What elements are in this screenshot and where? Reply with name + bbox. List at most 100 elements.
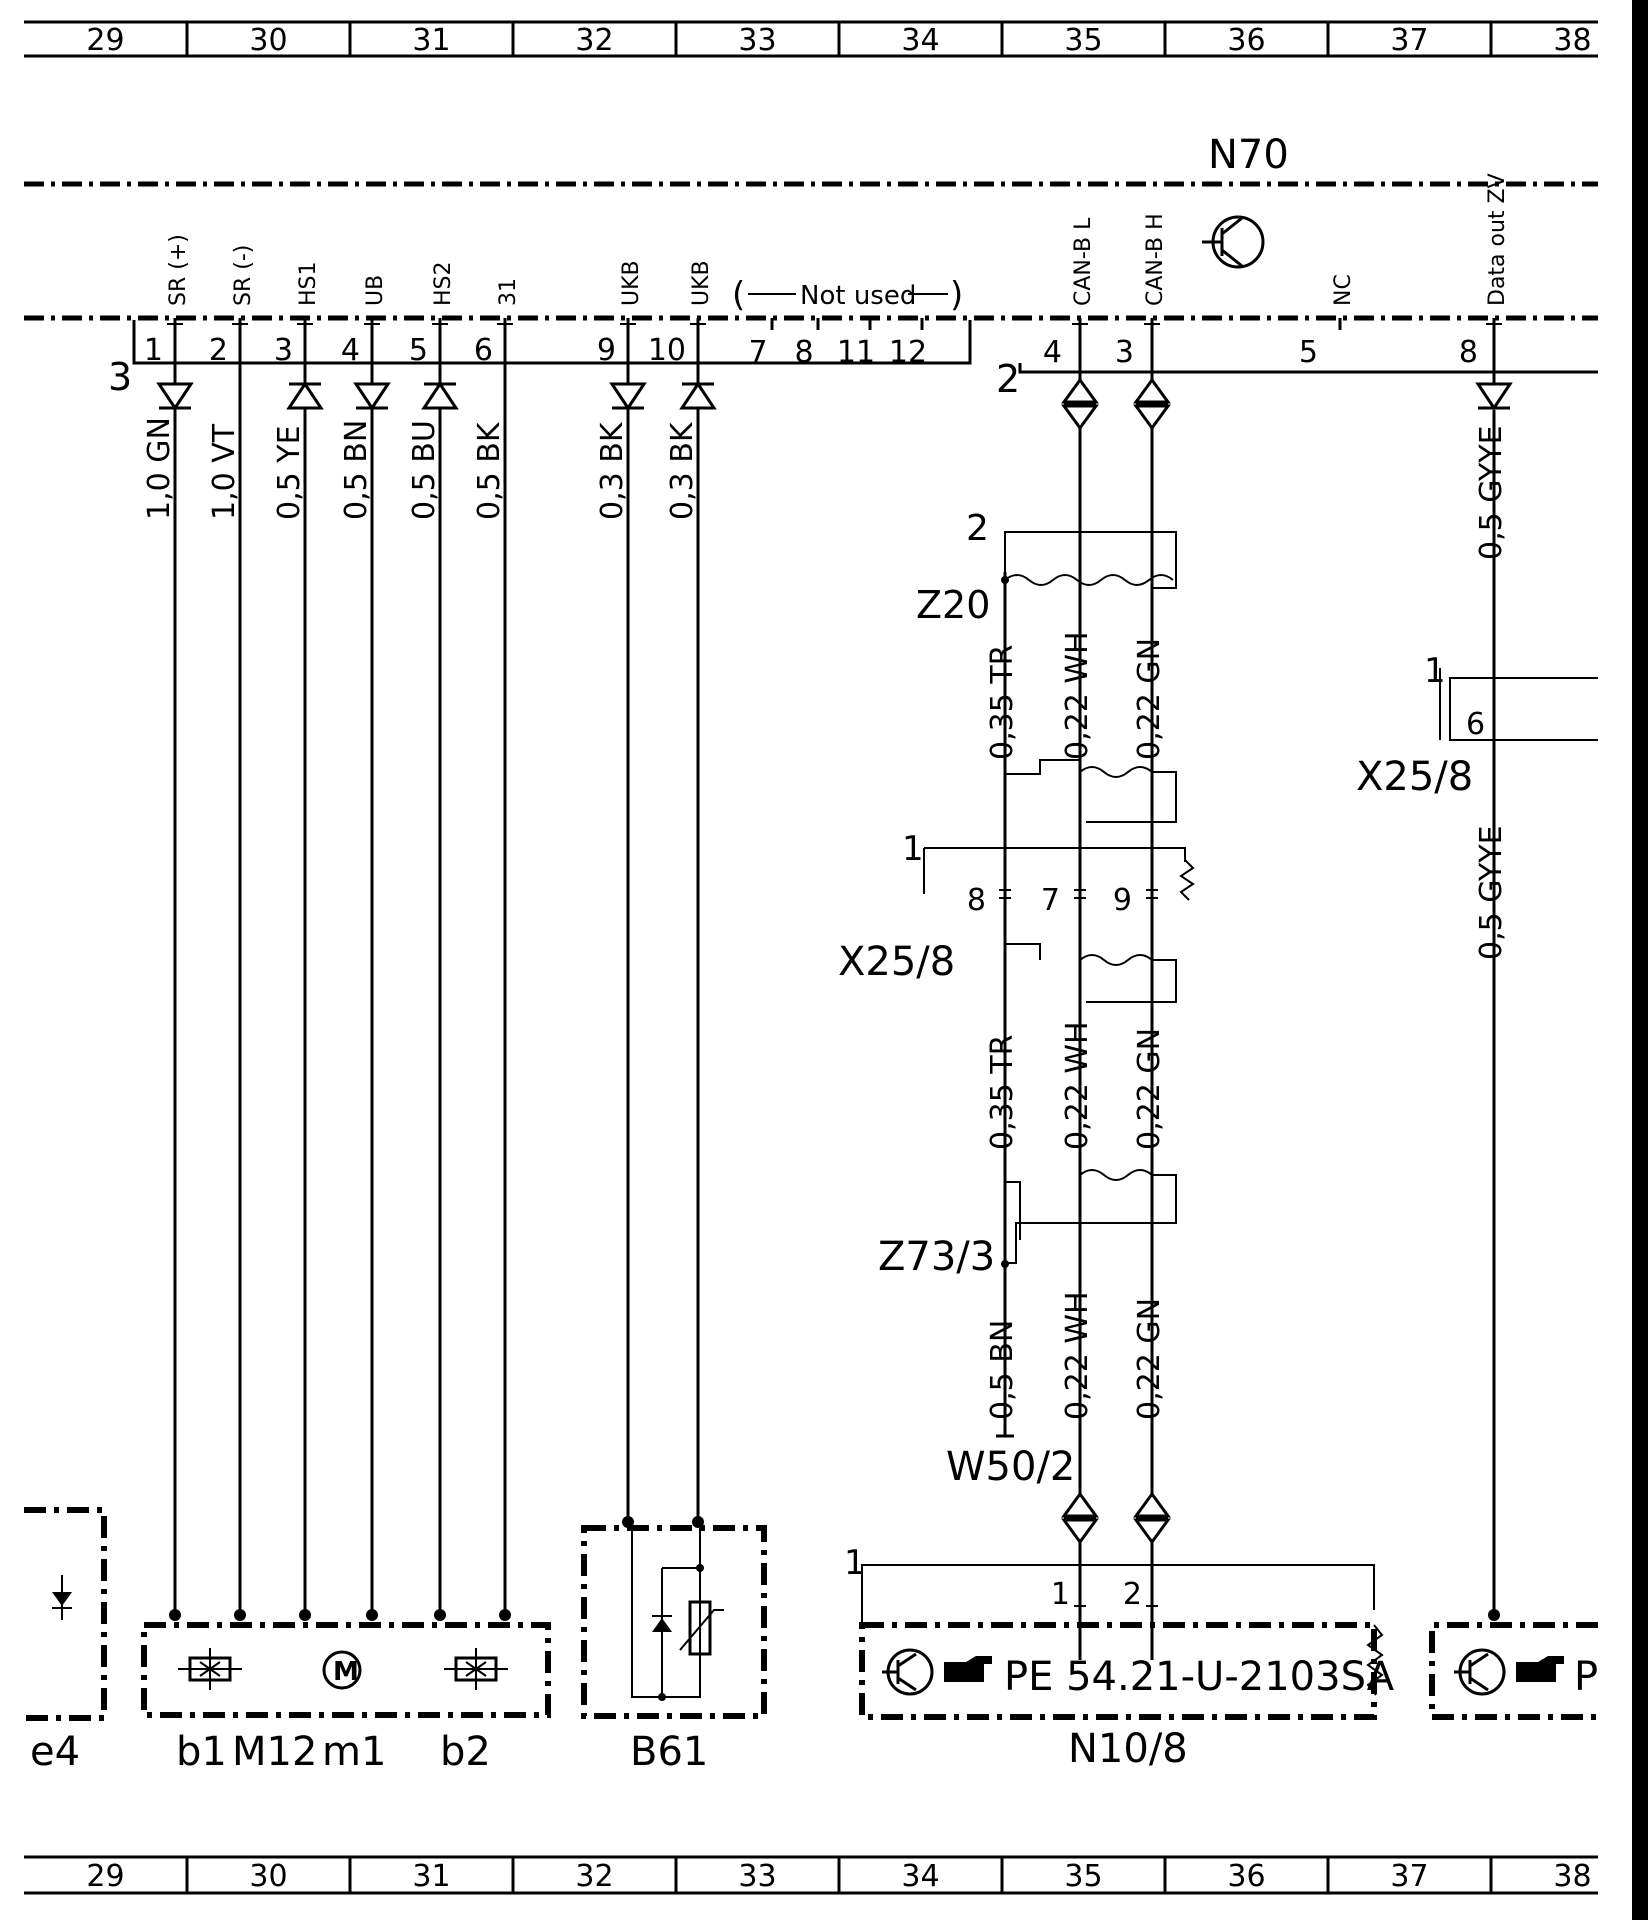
x25-mid-pin-number: 9 bbox=[1113, 883, 1132, 918]
unused-pin: 11 bbox=[837, 318, 875, 370]
wire-node bbox=[299, 1609, 311, 1621]
pin-signal-label: HS2 bbox=[431, 261, 456, 306]
not-used-bracket: ( Not used ) bbox=[732, 275, 963, 315]
wire-spec-label: 0,5 BN bbox=[339, 420, 374, 520]
pin-number: 4 bbox=[1043, 335, 1062, 370]
signal-arrow-up-icon bbox=[286, 381, 324, 410]
wire-spec-label: 0,5 GYYE bbox=[1474, 425, 1509, 560]
z20-num: 2 bbox=[966, 508, 989, 549]
connector-3-label: 3 bbox=[108, 355, 132, 399]
pin-signal-label: Data out ZV bbox=[1485, 173, 1510, 306]
label-b2: b2 bbox=[440, 1729, 491, 1775]
x25-mid-one: 1 bbox=[902, 829, 924, 869]
grid-number-top: 32 bbox=[575, 23, 613, 58]
pin-number: 4 bbox=[341, 333, 360, 368]
pin-number: 9 bbox=[597, 333, 616, 368]
pin-number: 1 bbox=[144, 333, 163, 368]
page-border-bar bbox=[1632, 0, 1648, 1920]
n10-pin-number: 1 bbox=[1051, 1577, 1070, 1612]
grid-number-top: 38 bbox=[1553, 23, 1591, 58]
n10-pin-number: 2 bbox=[1123, 1577, 1142, 1612]
z20-node bbox=[1001, 576, 1009, 584]
pin-column-right: CAN-B H3 bbox=[1115, 213, 1168, 370]
n10-pointer-hand-icon bbox=[944, 1656, 992, 1682]
wire-spec-label: 1,0 GN bbox=[142, 417, 177, 520]
wire-spec-label: 0,5 BK bbox=[472, 421, 507, 520]
pin-signal-label: CAN-B L bbox=[1071, 217, 1096, 306]
grid-number-top: 37 bbox=[1390, 23, 1428, 58]
z73-label: Z73/3 bbox=[878, 1234, 995, 1280]
w50-label: W50/2 bbox=[946, 1444, 1075, 1490]
pin-signal-label: 31 bbox=[496, 278, 521, 306]
n10-one: 1 bbox=[844, 1543, 866, 1583]
svg-text:): ) bbox=[950, 275, 963, 315]
diode-icon bbox=[652, 1567, 700, 1697]
pin-number: 2 bbox=[209, 333, 228, 368]
x25-mid-frame bbox=[924, 847, 1186, 862]
n10-resistor bbox=[1366, 1624, 1384, 1696]
x25-right-one: 1 bbox=[1424, 651, 1446, 691]
wire-spec-label: 0,22 WH bbox=[1060, 1291, 1095, 1420]
unused-pin: 12 bbox=[889, 318, 927, 370]
x25-mid-pin-number: 7 bbox=[1041, 883, 1060, 918]
not-used-label: Not used bbox=[800, 281, 916, 311]
grid-number-bottom: 35 bbox=[1064, 1859, 1102, 1894]
wire-spec-label: 0,22 GN bbox=[1132, 1028, 1167, 1150]
grid-number-bottom: 29 bbox=[86, 1859, 124, 1894]
component-e4: e4 bbox=[24, 1507, 107, 1775]
wire-spec-label: 0,5 YE bbox=[272, 425, 307, 520]
wire-spec-label: 0,22 GN bbox=[1132, 638, 1167, 760]
grid-number-bottom: 37 bbox=[1390, 1859, 1428, 1894]
pin-number: 7 bbox=[748, 335, 767, 370]
grid-number-top: 30 bbox=[249, 23, 287, 58]
z20-twist bbox=[1004, 574, 1174, 586]
wire-node bbox=[366, 1609, 378, 1621]
connector-2-outline bbox=[1018, 363, 1598, 374]
pin-number: 11 bbox=[837, 335, 875, 370]
label-e4: e4 bbox=[30, 1729, 80, 1775]
pin-number: 5 bbox=[1299, 335, 1318, 370]
x25-right-frame bbox=[1449, 677, 1598, 741]
pin-number: 8 bbox=[794, 335, 813, 370]
z20-label: Z20 bbox=[916, 583, 990, 627]
pin-column: SR (-)21,0 VT bbox=[207, 245, 256, 1621]
pe-right-electronic-icon bbox=[1454, 1648, 1506, 1696]
grid-number-top: 34 bbox=[901, 23, 939, 58]
wire-spec-label: 0,5 GYYE bbox=[1474, 825, 1509, 960]
grid-number-bottom: 38 bbox=[1553, 1859, 1591, 1894]
x25-twist-top bbox=[1079, 766, 1177, 823]
component-b61: B61 bbox=[581, 1525, 767, 1775]
pin-number: 3 bbox=[274, 333, 293, 368]
signal-arrow-up-icon bbox=[421, 381, 459, 410]
pin-signal-label: CAN-B H bbox=[1143, 213, 1168, 306]
thermistor-icon bbox=[679, 1600, 724, 1656]
x25-mid-pin-number: 8 bbox=[967, 883, 986, 918]
b1-hall-sensor-icon bbox=[178, 1648, 242, 1690]
wire-spec-label: 0,22 GN bbox=[1132, 1298, 1167, 1420]
label-m1: m1 bbox=[322, 1729, 386, 1775]
label-b1: b1 bbox=[176, 1729, 227, 1775]
pin-signal-label: SR (+) bbox=[166, 234, 191, 306]
grid-number-top: 35 bbox=[1064, 23, 1102, 58]
grid-number-bottom: 33 bbox=[738, 1859, 776, 1894]
wire-spec-label: 0,5 BU bbox=[407, 420, 442, 520]
pe-reference: PE 54.21-U-2103SA bbox=[1004, 1654, 1395, 1700]
pe-reference-right: P bbox=[1574, 1654, 1598, 1700]
wire-spec-label: 0,22 WH bbox=[1060, 1021, 1095, 1150]
grid-number-bottom: 30 bbox=[249, 1859, 287, 1894]
unused-pin: 8 bbox=[794, 318, 820, 370]
grid-number-top: 29 bbox=[86, 23, 124, 58]
data-out-wiring: 1 6 X25/8 bbox=[1356, 410, 1598, 1621]
x25-mid-label: X25/8 bbox=[838, 939, 955, 985]
label-b61: B61 bbox=[630, 1729, 708, 1775]
wire-spec-label: 0,3 BK bbox=[665, 421, 700, 520]
m1-motor-icon: M bbox=[322, 1650, 362, 1690]
wire-node bbox=[434, 1609, 446, 1621]
